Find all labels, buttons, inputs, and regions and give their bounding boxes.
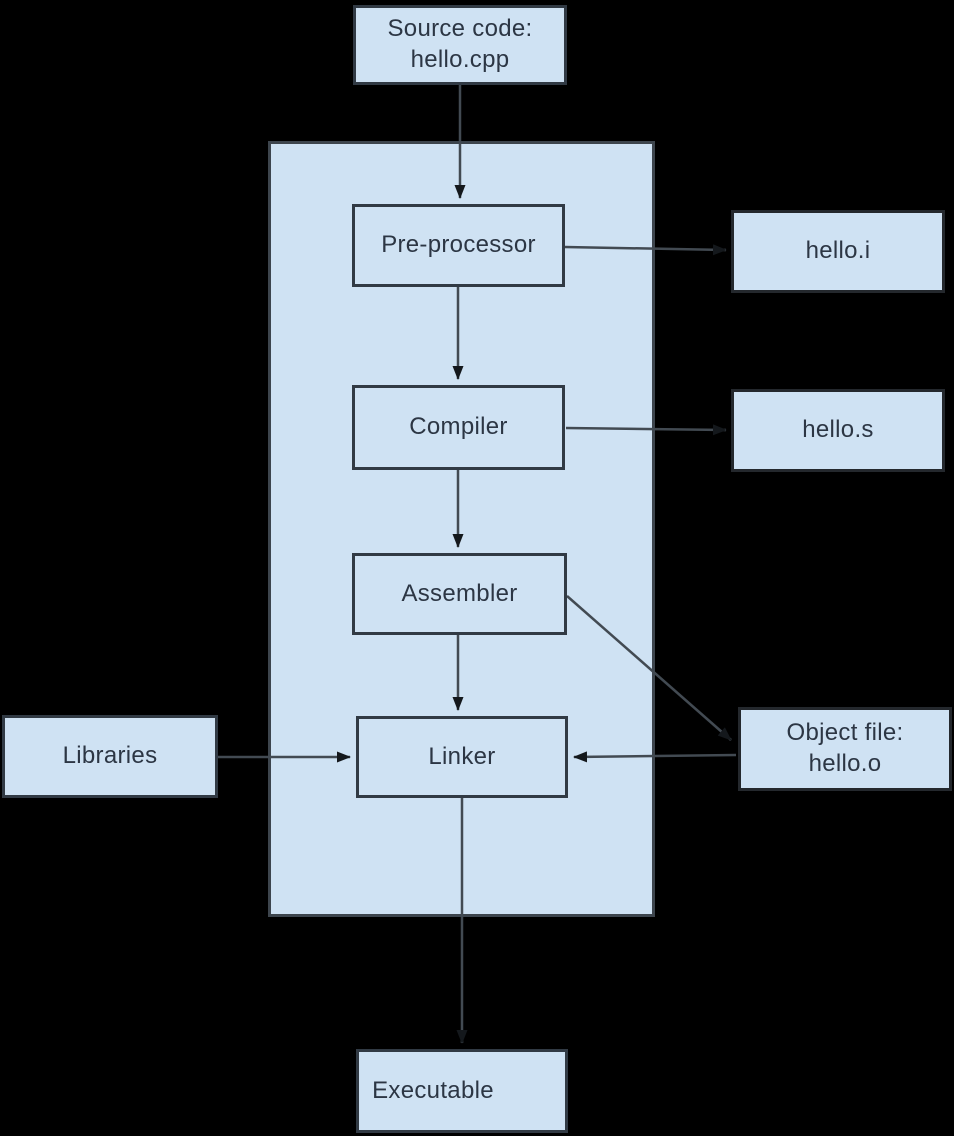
arrow-assembler-to-object-file <box>566 595 732 741</box>
node-executable: Executable <box>356 1049 568 1133</box>
node-hello-s-label: hello.s <box>802 416 874 444</box>
node-hello-s: hello.s <box>731 389 945 472</box>
node-source-code: Source code: hello.cpp <box>353 5 567 85</box>
node-preprocessor-label: Pre-processor <box>381 231 536 259</box>
node-compiler: Compiler <box>352 385 565 470</box>
node-assembler-label: Assembler <box>401 579 518 607</box>
arrow-object-file-to-linker <box>573 751 737 763</box>
node-linker: Linker <box>356 716 568 798</box>
node-source-code-label: Source code: hello.cpp <box>387 15 533 73</box>
node-assembler: Assembler <box>352 553 567 635</box>
node-object-file-label: Object file: hello.o <box>786 719 904 777</box>
arrow-compiler-to-hello-s <box>565 424 727 436</box>
node-object-file: Object file: hello.o <box>738 707 952 791</box>
node-libraries-label: Libraries <box>62 742 158 770</box>
node-preprocessor: Pre-processor <box>352 204 565 287</box>
node-executable-label: Executable <box>372 1076 494 1104</box>
node-libraries: Libraries <box>2 715 218 798</box>
node-hello-i: hello.i <box>731 210 945 293</box>
node-hello-i-label: hello.i <box>805 237 871 265</box>
arrow-preprocessor-to-hello-i <box>564 244 727 256</box>
node-linker-label: Linker <box>428 742 496 770</box>
node-compiler-label: Compiler <box>409 413 508 441</box>
